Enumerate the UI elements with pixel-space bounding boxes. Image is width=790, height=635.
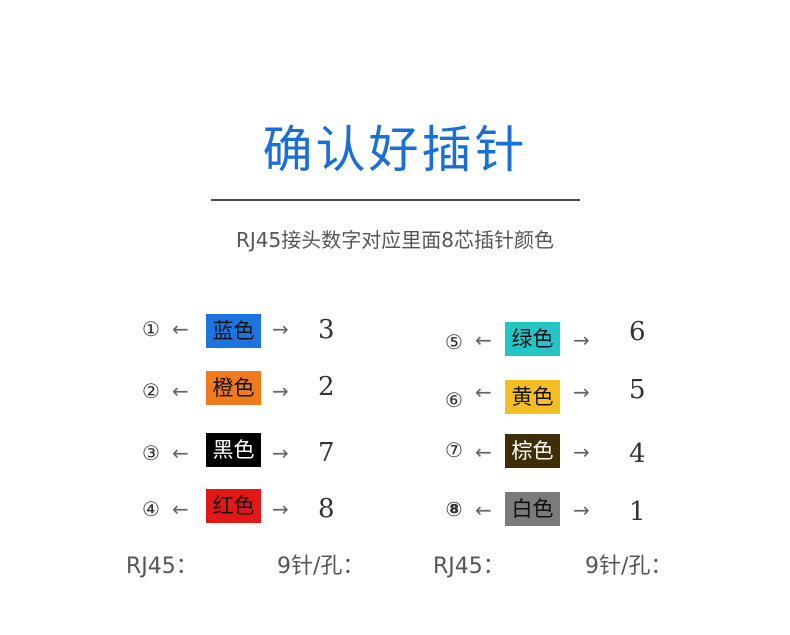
arrow-right-icon: → [573,440,590,464]
pin-number: 3 [318,315,335,345]
color-swatch: 橙色 [206,371,261,405]
color-swatch: 黑色 [206,433,261,467]
footer-rj45-label-right: RJ45： [433,554,505,579]
pin-row-6: ⑥ ← 黄色 → 5 [443,375,653,416]
pin-number: 8 [318,494,335,524]
arrow-right-icon: → [272,379,289,403]
arrow-right-icon: → [573,328,590,352]
color-swatch: 白色 [505,492,560,526]
color-swatch: 黄色 [505,380,560,414]
pin-number: 4 [629,439,646,469]
pin-number: 1 [629,497,646,527]
color-swatch: 红色 [206,489,261,523]
arrow-right-icon: → [272,317,289,341]
arrow-left-icon: ← [475,440,492,464]
arrow-left-icon: ← [475,498,492,522]
pin-marker: ③ [142,441,160,465]
pin-row-8: ⑧ ← 白色 → 1 [443,492,653,528]
color-swatch: 蓝色 [206,314,261,348]
pin-number: 6 [629,317,646,347]
arrow-left-icon: ← [172,379,189,403]
arrow-right-icon: → [573,380,590,404]
pin-row-7: ⑦ ← 棕色 → 4 [443,434,653,470]
pin-row-4: ④ ← 红色 → 8 [140,489,340,525]
pin-row-1: ① ← 蓝色 → 3 [140,314,340,350]
pin-marker: ② [142,379,160,403]
footer-pin-hole-label-left: 9针/孔： [277,554,365,579]
color-swatch: 棕色 [505,434,560,468]
arrow-left-icon: ← [475,328,492,352]
pin-marker: ⑦ [445,438,463,462]
pin-marker: ⑧ [445,497,463,521]
subtitle: RJ45接头数字对应里面8芯插针颜色 [236,228,554,252]
arrow-left-icon: ← [172,441,189,465]
pin-number: 5 [629,375,646,405]
pin-row-5: ⑤ ← 绿色 → 6 [443,317,653,358]
pin-marker: ⑤ [445,330,463,354]
arrow-right-icon: → [272,441,289,465]
arrow-left-icon: ← [172,497,189,521]
pin-row-3: ③ ← 黑色 → 7 [140,433,340,469]
pin-marker: ⑥ [445,388,463,412]
pin-marker: ① [142,317,160,341]
arrow-left-icon: ← [475,380,492,404]
pin-marker: ④ [142,497,160,521]
arrow-left-icon: ← [172,317,189,341]
title-divider [211,199,580,201]
pin-number: 7 [318,438,335,468]
arrow-right-icon: → [573,498,590,522]
footer-pin-hole-label-right: 9针/孔： [585,554,673,579]
footer-rj45-label-left: RJ45： [126,554,198,579]
arrow-right-icon: → [272,497,289,521]
pin-row-2: ② ← 橙色 → 2 [140,371,340,407]
pin-number: 2 [318,372,335,402]
page-title: 确认好插针 [262,121,528,179]
color-swatch: 绿色 [505,322,560,356]
